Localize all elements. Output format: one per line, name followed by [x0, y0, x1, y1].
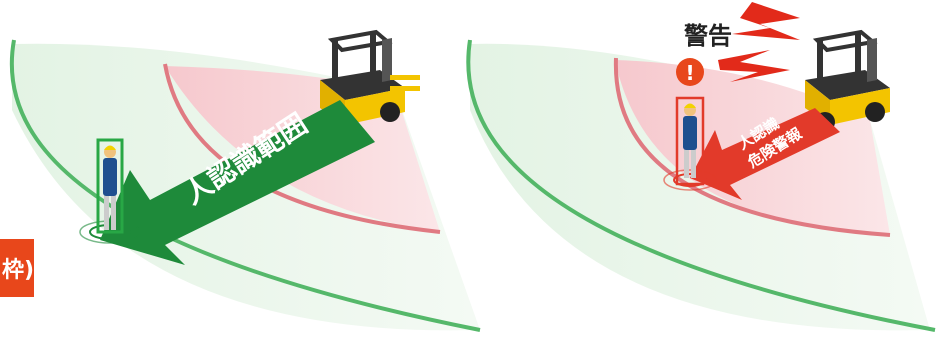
lightning-bolt-icon: [732, 2, 800, 40]
frame-badge: 枠): [0, 239, 34, 297]
badge-text: 枠): [2, 252, 34, 284]
warning-label: 警告: [683, 22, 732, 50]
right-panel: 警告 ! 人認識 危険警報: [468, 2, 935, 330]
left-panel: 人認識範囲: [12, 32, 480, 330]
exclamation-mark: !: [685, 61, 694, 85]
